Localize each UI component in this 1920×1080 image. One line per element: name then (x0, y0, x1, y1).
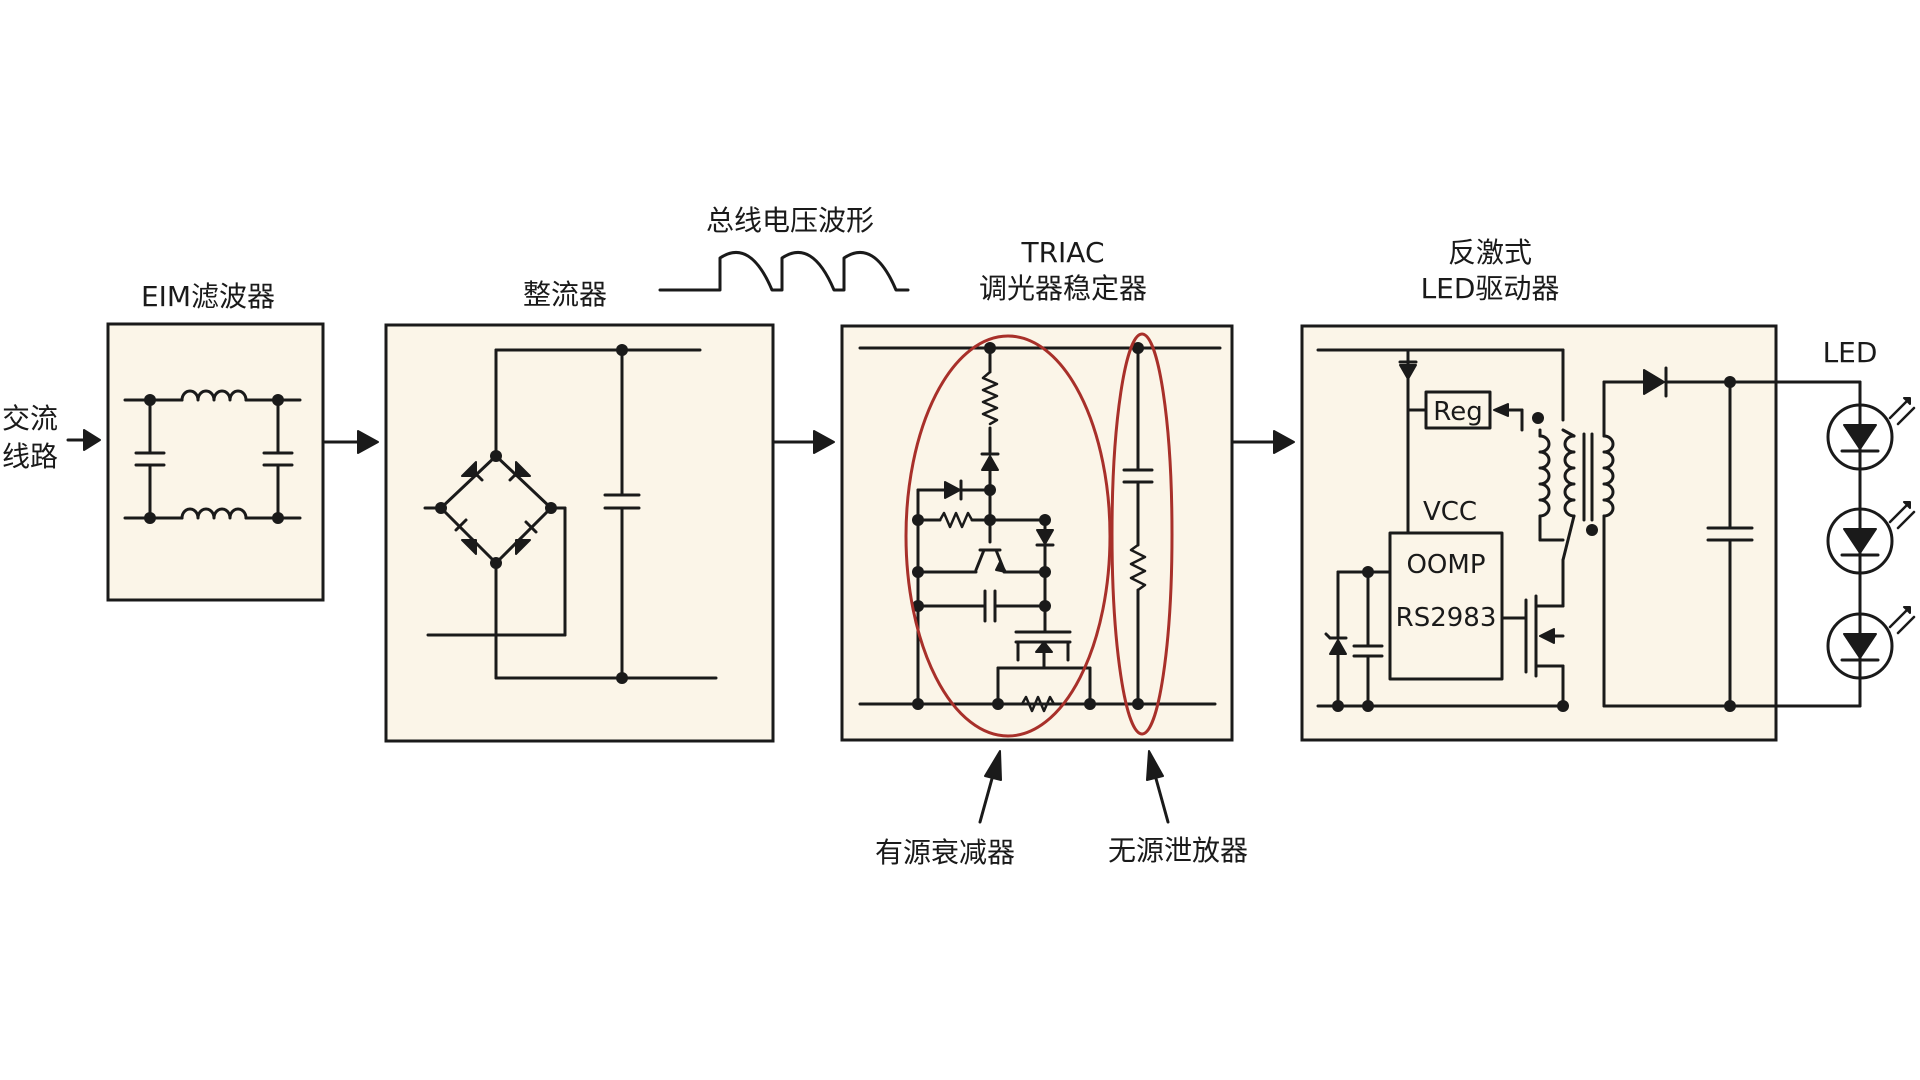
startup-diode (1399, 364, 1417, 380)
controller-ic: OOMP RS2983 (1388, 531, 1504, 681)
passive-bleeder-label: 无源泄放器 (1108, 834, 1248, 867)
ac-line-label-2: 线路 (2, 440, 58, 473)
diode-d1 (944, 481, 961, 499)
reg-label: Reg (1433, 397, 1482, 427)
resistor-r1 (981, 370, 999, 426)
triac-title-line1: TRIAC (1020, 236, 1104, 269)
active-damper-pointer (978, 750, 1002, 824)
bjt-transistor (974, 518, 1007, 573)
passive-bleeder-highlight (1110, 332, 1174, 736)
ac-line-label-1: 交流 (2, 402, 58, 435)
arrow-rectifier-to-triac (771, 430, 835, 454)
ac-input-arrow (66, 429, 101, 451)
capacitor-right (262, 398, 294, 520)
flyback-title-line1: 反激式 (1448, 236, 1532, 269)
rectifier-block (384, 323, 775, 743)
bus-voltage-waveform (658, 250, 910, 292)
arrow-triac-to-flyback (1231, 430, 1295, 454)
active-damper-circuit (912, 342, 1096, 713)
rectifier-title: 整流器 (523, 278, 607, 311)
flyback-transformer (1532, 412, 1615, 562)
led-3 (1826, 606, 1916, 680)
ic-label-oomp: OOMP (1406, 550, 1485, 580)
active-damper-label: 有源衰减器 (875, 836, 1015, 869)
sense-resistor (1020, 695, 1056, 713)
led-string (1826, 380, 1916, 708)
bulk-capacitor (603, 348, 641, 680)
triac-stabilizer-block (840, 324, 1234, 742)
inductor-bottom (180, 507, 248, 520)
capacitor-left (134, 398, 166, 520)
output-diode (1643, 369, 1665, 395)
flyback-driver-block: Reg VCC OOMP RS2983 (1300, 324, 1862, 742)
ic-label-part: RS2983 (1396, 603, 1497, 633)
resistor-r2 (938, 511, 974, 529)
bleeder-resistor (1129, 543, 1147, 592)
bus-waveform-title: 总线电压波形 (706, 204, 874, 237)
led-title: LED (1823, 336, 1878, 369)
vcc-label: VCC (1423, 497, 1477, 527)
led-2 (1826, 501, 1916, 575)
output-capacitor (1706, 380, 1754, 708)
passive-bleeder-circuit (1122, 342, 1154, 710)
emi-filter-title: EIM滤波器 (141, 280, 275, 313)
passive-bleeder-pointer (1146, 750, 1170, 824)
arrow-emi-to-rectifier (323, 430, 379, 454)
active-damper-highlight (904, 334, 1112, 738)
diode-d2 (1036, 529, 1054, 545)
triac-title-line2: 调光器稳定器 (979, 272, 1147, 305)
emi-filter-block (106, 322, 325, 602)
regulator-box: Reg (1424, 390, 1492, 430)
power-mosfet (1500, 558, 1565, 708)
flyback-title-line2: LED驱动器 (1421, 272, 1560, 305)
led-1 (1826, 397, 1916, 471)
inductor-top (180, 389, 248, 402)
